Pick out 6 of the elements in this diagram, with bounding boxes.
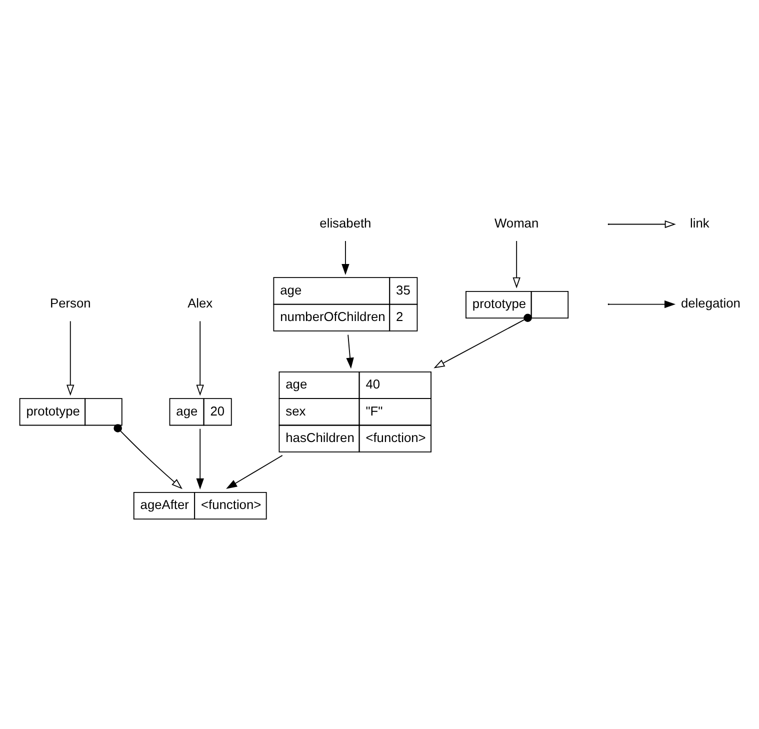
node-text: Person (50, 295, 91, 310)
node-text: elisabeth (320, 215, 372, 230)
legend-label: link (690, 215, 710, 230)
node-text: Woman (494, 215, 539, 230)
node-text: Alex (188, 295, 213, 310)
legend-label: delegation (680, 295, 740, 310)
